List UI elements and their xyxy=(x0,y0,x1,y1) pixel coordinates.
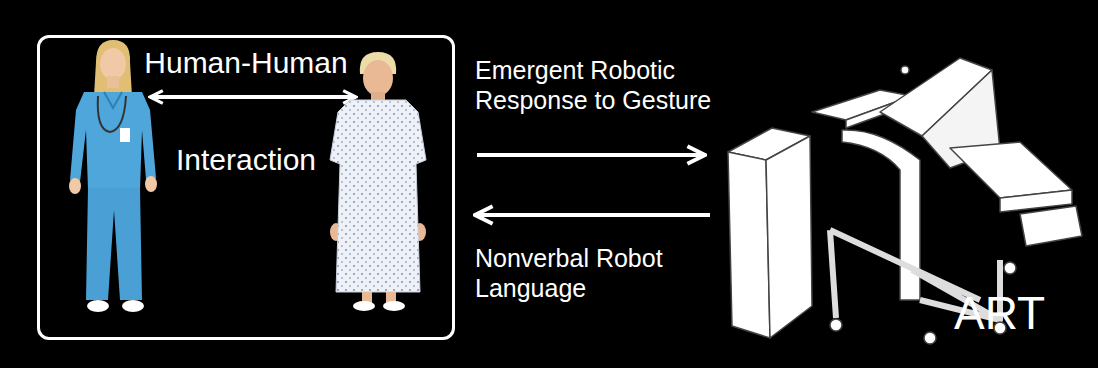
robot-node: ART xyxy=(720,55,1085,350)
caster xyxy=(1004,262,1016,274)
bed-seat xyxy=(950,142,1072,198)
edge-label: Nonverbal Robot Language xyxy=(475,243,715,303)
nurse-collar xyxy=(104,92,122,108)
nurse-neck xyxy=(107,76,119,88)
patient-slipper xyxy=(353,301,375,311)
flow-arrow xyxy=(477,153,705,157)
patient-gown xyxy=(330,100,426,292)
robot-drawing xyxy=(728,58,1082,344)
nurse-hand xyxy=(145,176,157,192)
group-label: Interaction xyxy=(40,143,452,178)
nurse-hand xyxy=(69,178,81,194)
nurse-face xyxy=(100,48,126,80)
nurse-shoe xyxy=(122,300,144,312)
flow-arrow xyxy=(475,213,710,217)
nurse-hair xyxy=(94,40,132,96)
bed-column xyxy=(842,130,920,300)
patient-face xyxy=(363,60,393,96)
nurse-figure xyxy=(69,40,157,312)
edge-label: Emergent Robotic Response to Gesture xyxy=(475,55,715,115)
pivot xyxy=(901,66,909,74)
robot-name: ART xyxy=(954,287,1074,340)
nurse-shoe xyxy=(87,300,109,312)
caster xyxy=(830,319,842,331)
nurse-pants xyxy=(86,188,142,300)
nurse-badge xyxy=(120,128,130,142)
group-label: Human-Human xyxy=(40,46,452,81)
cabinet-front xyxy=(728,152,770,338)
interaction-arrow xyxy=(150,95,356,99)
patient-slipper xyxy=(383,301,405,311)
patient-figure xyxy=(330,52,426,311)
interaction-group-box: Human-HumanInteraction xyxy=(37,35,455,340)
nurse-stethoscope xyxy=(98,96,126,132)
nurse-scrub-top xyxy=(70,92,156,190)
caster xyxy=(924,332,936,344)
bed-leg-section xyxy=(1020,206,1082,246)
cabinet-side xyxy=(766,136,812,338)
